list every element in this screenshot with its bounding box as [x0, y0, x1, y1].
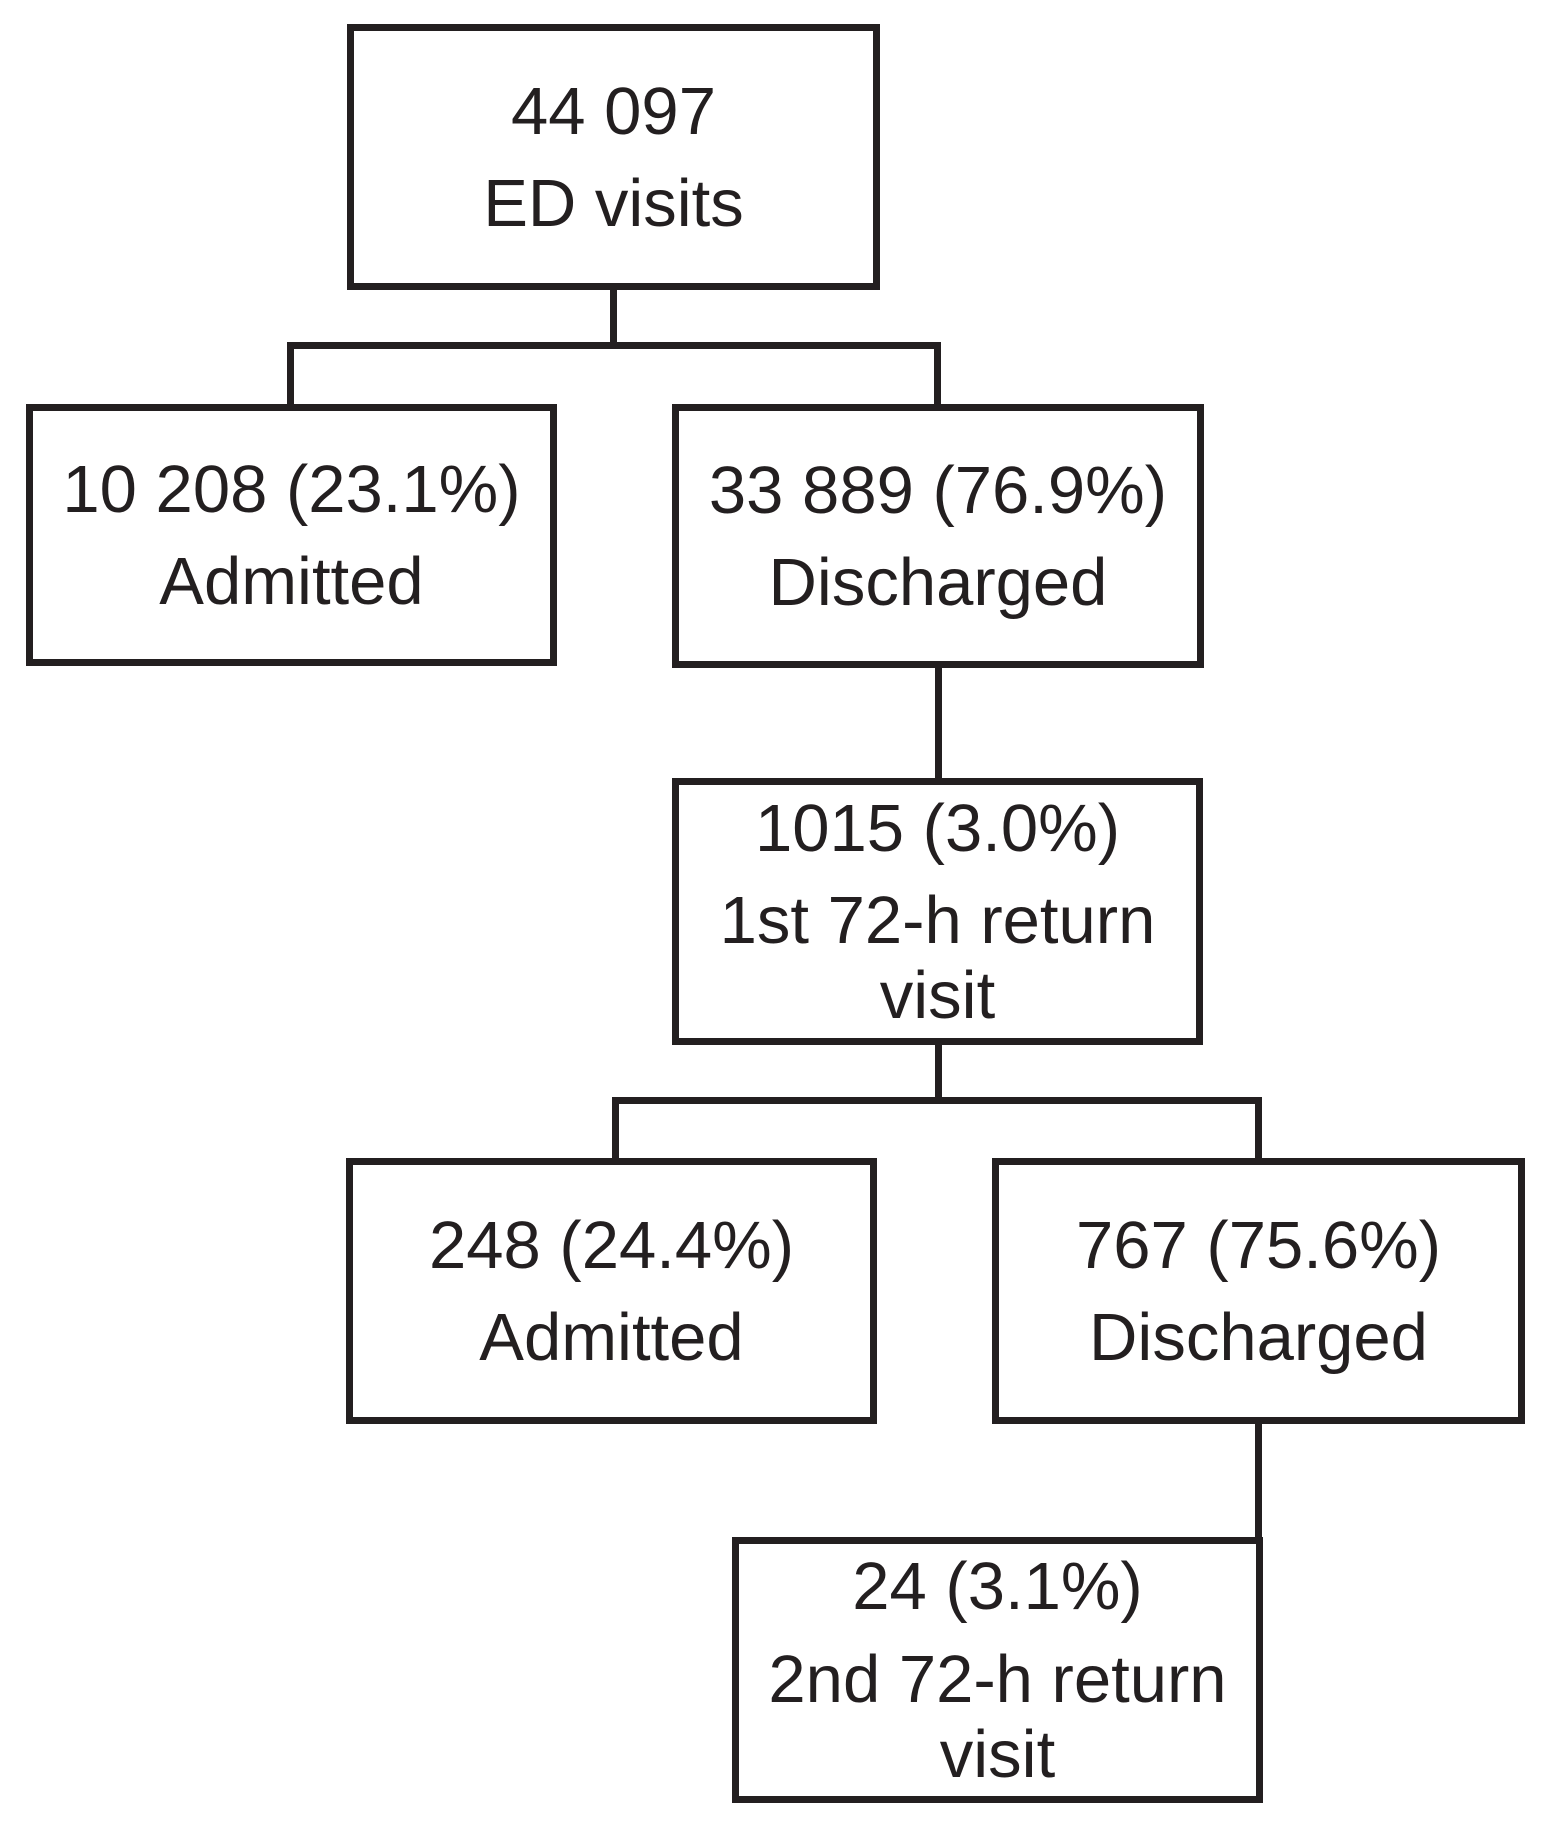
node-discharged-first: 33 889 (76.9%) Discharged: [672, 404, 1204, 668]
node-admitted-second: 248 (24.4%) Admitted: [346, 1158, 877, 1424]
node-admitted-first-label: Admitted: [159, 544, 424, 620]
node-admitted-first: 10 208 (23.1%) Admitted: [26, 404, 557, 666]
node-discharged-second-label: Discharged: [1089, 1300, 1428, 1376]
node-first-return-count: 1015 (3.0%): [755, 790, 1120, 866]
node-discharged-first-count: 33 889 (76.9%): [708, 452, 1168, 528]
node-discharged-first-label: Discharged: [768, 545, 1108, 621]
node-admitted-second-label: Admitted: [479, 1300, 744, 1376]
edge-drop-discharged-2: [1255, 1097, 1262, 1162]
node-admitted-second-count: 248 (24.4%): [429, 1207, 794, 1283]
node-second-return-visit: 24 (3.1%) 2nd 72-h return visit: [732, 1537, 1263, 1803]
edge-discharged1-to-return1: [935, 664, 942, 782]
node-first-return-label: 1st 72-h return visit: [719, 883, 1156, 1034]
node-discharged-second: 767 (75.6%) Discharged: [992, 1158, 1525, 1424]
edge-drop-discharged-1: [934, 342, 941, 408]
node-discharged-second-count: 767 (75.6%): [1076, 1207, 1441, 1283]
node-second-return-label: 2nd 72-h return visit: [768, 1641, 1227, 1792]
edge-ed-visits-stem: [610, 286, 617, 346]
edge-split-rail-1: [287, 342, 941, 349]
edge-split-rail-2: [612, 1097, 1262, 1104]
edge-discharged2-to-return2: [1255, 1420, 1262, 1541]
edge-return1-stem: [935, 1041, 942, 1101]
node-second-return-count: 24 (3.1%): [852, 1549, 1143, 1625]
node-first-return-visit: 1015 (3.0%) 1st 72-h return visit: [672, 778, 1203, 1045]
node-ed-visits: 44 097 ED visits: [347, 24, 880, 290]
node-admitted-first-count: 10 208 (23.1%): [62, 451, 521, 527]
node-ed-visits-label: ED visits: [483, 166, 744, 242]
edge-drop-admitted-2: [612, 1097, 619, 1162]
edge-drop-admitted-1: [287, 342, 294, 408]
node-ed-visits-count: 44 097: [511, 73, 716, 149]
